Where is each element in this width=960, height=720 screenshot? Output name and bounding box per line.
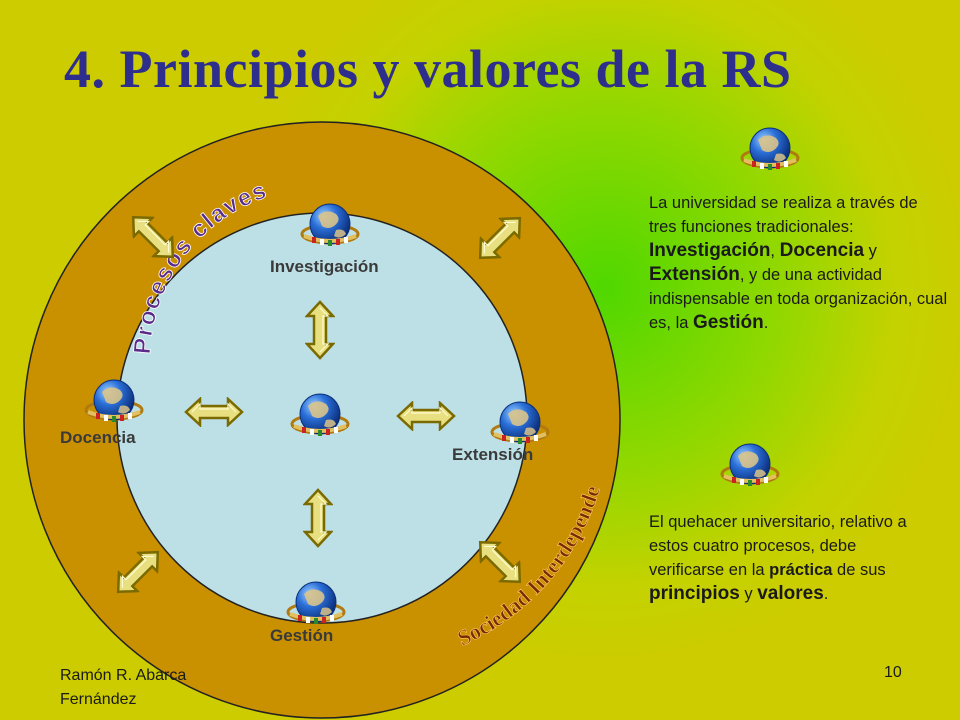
text-run-bold: valores: [757, 583, 824, 604]
text-run-bold: Extensión: [649, 264, 740, 285]
node-label-investigacion: Investigación: [270, 257, 379, 276]
footer-author-line: Ramón R. Abarca: [60, 667, 187, 684]
page-number: 10: [884, 664, 902, 681]
footer-author-line: Fernández: [60, 691, 137, 708]
text-run-bold: Investigación: [649, 240, 771, 261]
node-label-extension: Extensión: [452, 445, 534, 464]
node-label-docencia: Docencia: [60, 428, 136, 447]
text-run-bold: Docencia: [779, 240, 865, 261]
text-run: ,: [770, 242, 780, 260]
text-run: de sus: [832, 561, 886, 579]
text-run: y: [864, 242, 877, 260]
globe-icon: [720, 442, 780, 488]
text-run-bold: práctica: [769, 561, 833, 579]
paragraph-quehacer: El quehacer universitario, relativo a es…: [649, 510, 919, 606]
globe-icon: [740, 126, 800, 172]
text-run: .: [763, 314, 769, 332]
text-run-bold: Gestión: [693, 312, 764, 333]
text-run: , y de una actividad indispensable en to…: [649, 266, 948, 332]
slide-title: 4. Principios y valores de la RS: [64, 39, 792, 99]
text-run: El quehacer universitario, relativo a es…: [649, 513, 907, 579]
text-run-bold: principios: [649, 583, 740, 604]
footer-author: Ramón R. Abarca Fernández: [60, 664, 186, 712]
node-label-gestion: Gestión: [270, 626, 334, 645]
text-run: .: [823, 585, 829, 603]
text-run: La universidad se realiza a través de tr…: [649, 194, 918, 236]
text-run: y: [739, 585, 758, 603]
paragraph-funciones: La universidad se realiza a través de tr…: [649, 191, 949, 335]
